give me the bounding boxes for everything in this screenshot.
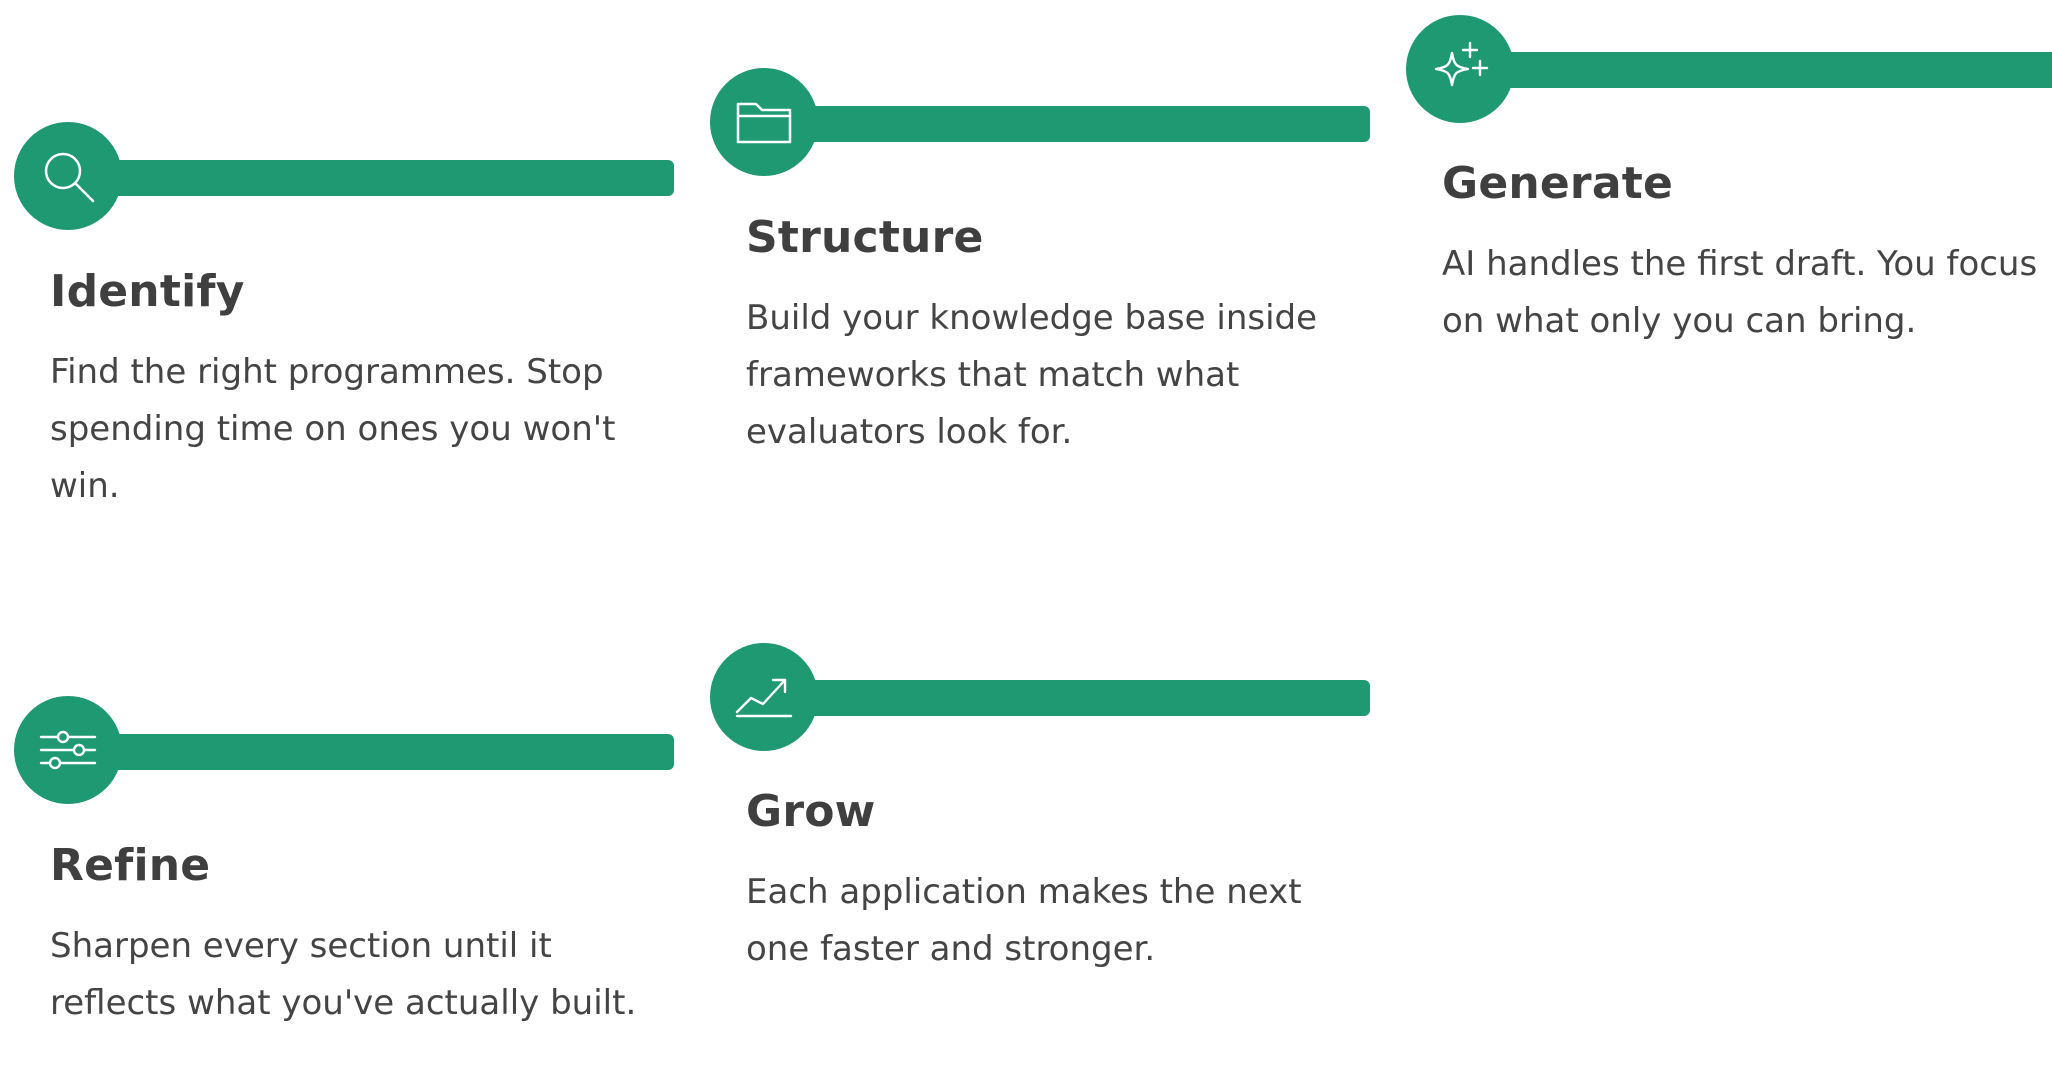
- sparkles-icon: [1428, 37, 1492, 101]
- step-generate-bar: [1492, 52, 2052, 88]
- step-generate-title: Generate: [1442, 158, 1673, 209]
- step-structure-bar: [796, 106, 1370, 142]
- step-identify-badge: [14, 122, 122, 230]
- step-grow-badge: [710, 643, 818, 751]
- sliders-icon: [37, 719, 99, 781]
- step-refine-title: Refine: [50, 840, 211, 891]
- step-grow-title: Grow: [746, 786, 876, 837]
- folder-icon: [733, 95, 795, 149]
- step-identify-description: Find the right programmes. Stop spending…: [50, 352, 616, 506]
- step-grow-description: Each application makes the next one fast…: [746, 872, 1302, 969]
- search-icon: [37, 145, 99, 207]
- step-identify-title: Identify: [50, 266, 245, 317]
- trend-up-icon: [733, 666, 795, 728]
- step-structure-title: Structure: [746, 212, 984, 263]
- step-refine-badge: [14, 696, 122, 804]
- step-identify-bar: [100, 160, 674, 196]
- step-refine-bar: [100, 734, 674, 770]
- step-grow-bar: [796, 680, 1370, 716]
- step-structure-description: Build your knowledge base inside framewo…: [746, 298, 1318, 452]
- step-generate-badge: [1406, 15, 1514, 123]
- step-refine-description: Sharpen every section until it reflects …: [50, 926, 637, 1023]
- step-structure-badge: [710, 68, 818, 176]
- step-generate-description: AI handles the first draft. You focus on…: [1442, 244, 2038, 341]
